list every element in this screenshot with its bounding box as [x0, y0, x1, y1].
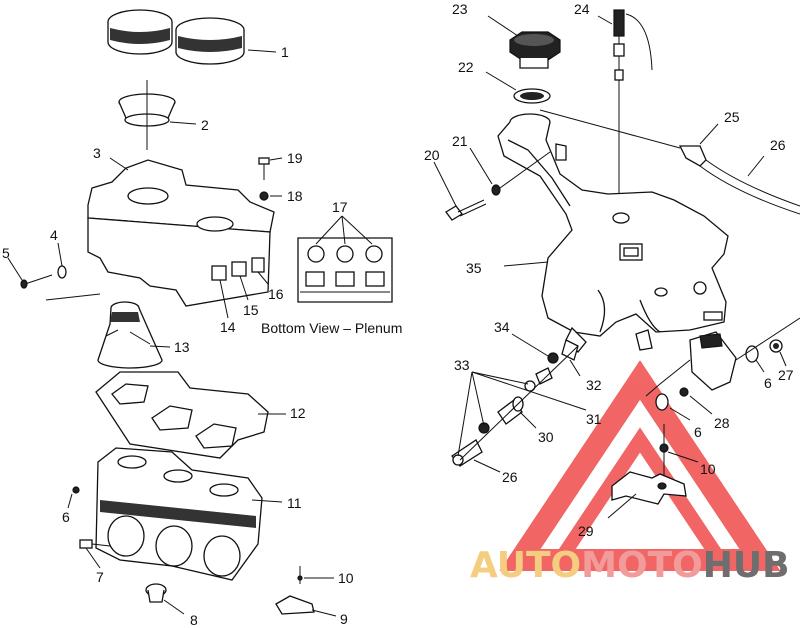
callout-11: 11	[287, 495, 302, 511]
screw-10-right	[659, 424, 669, 480]
callout-6-left: 6	[62, 509, 70, 525]
callout-19: 19	[287, 150, 303, 166]
callout-12: 12	[290, 405, 306, 421]
callout-14: 14	[220, 319, 236, 335]
callout-32: 32	[586, 377, 602, 393]
watermark-auto: AUTO	[470, 545, 581, 586]
callout-28: 28	[714, 415, 730, 431]
callout-4: 4	[50, 227, 58, 243]
callout-18: 18	[287, 188, 303, 204]
callout-24: 24	[574, 1, 590, 17]
callout-33: 33	[454, 357, 470, 373]
callout-22: 22	[458, 59, 474, 75]
oil-tank	[497, 113, 729, 353]
callout-10-left: 10	[338, 570, 354, 586]
nut-6-left	[72, 486, 80, 494]
callout-21: 21	[452, 133, 468, 149]
screw-10-left	[297, 566, 303, 584]
watermark-hub: HUB	[703, 545, 790, 586]
screw-19	[258, 157, 270, 201]
callout-34: 34	[494, 319, 510, 335]
callout-6-right-bottom: 6	[694, 424, 702, 440]
oil-pump-assembly	[645, 331, 783, 411]
bolt-5	[20, 265, 67, 289]
callout-13: 13	[174, 339, 190, 355]
callout-27: 27	[778, 367, 794, 383]
fitting-chain	[451, 339, 579, 467]
callout-23: 23	[452, 1, 468, 17]
callout-3: 3	[93, 145, 101, 161]
plenum-box	[87, 159, 275, 307]
intake-boot	[97, 301, 163, 369]
watermark-moto: MOTO	[581, 545, 703, 586]
callout-25: 25	[724, 109, 740, 125]
intake-body	[95, 447, 263, 581]
callout-1: 1	[281, 44, 289, 60]
callout-31: 31	[586, 411, 602, 427]
bracket-9	[275, 595, 315, 615]
callout-8: 8	[190, 612, 198, 628]
callout-9: 9	[340, 611, 348, 627]
callout-5: 5	[2, 245, 10, 261]
oil-tank-cap	[509, 31, 561, 69]
air-filter-covers	[107, 9, 245, 65]
plug-8	[145, 583, 167, 603]
mounting-bolt-20	[445, 184, 501, 221]
cap-seal	[513, 88, 551, 104]
callout-10-right: 10	[700, 461, 716, 477]
callout-2: 2	[201, 117, 209, 133]
callout-6-right-top: 6	[764, 375, 772, 391]
callout-30: 30	[538, 429, 554, 445]
callout-29: 29	[578, 523, 594, 539]
mount-bracket-29	[611, 471, 687, 505]
level-sensor	[613, 9, 653, 222]
watermark-logo: AUTOMOTOHUB	[470, 360, 790, 586]
vent-fitting	[678, 145, 800, 215]
callout-26-bottom: 26	[502, 469, 518, 485]
callout-35: 35	[466, 260, 482, 276]
gasket	[95, 371, 269, 459]
callout-15: 15	[243, 302, 259, 318]
watermark-text: AUTOMOTOHUB	[470, 545, 790, 586]
callout-7: 7	[96, 569, 104, 585]
bottom-view-caption: Bottom View – Plenum	[261, 320, 402, 336]
plenum-bottom-view	[297, 237, 393, 303]
callout-20: 20	[424, 147, 440, 163]
callout-16: 16	[268, 286, 284, 302]
watermark-triangles	[499, 360, 781, 571]
callout-17: 17	[332, 199, 348, 215]
callout-26-top: 26	[770, 137, 786, 153]
